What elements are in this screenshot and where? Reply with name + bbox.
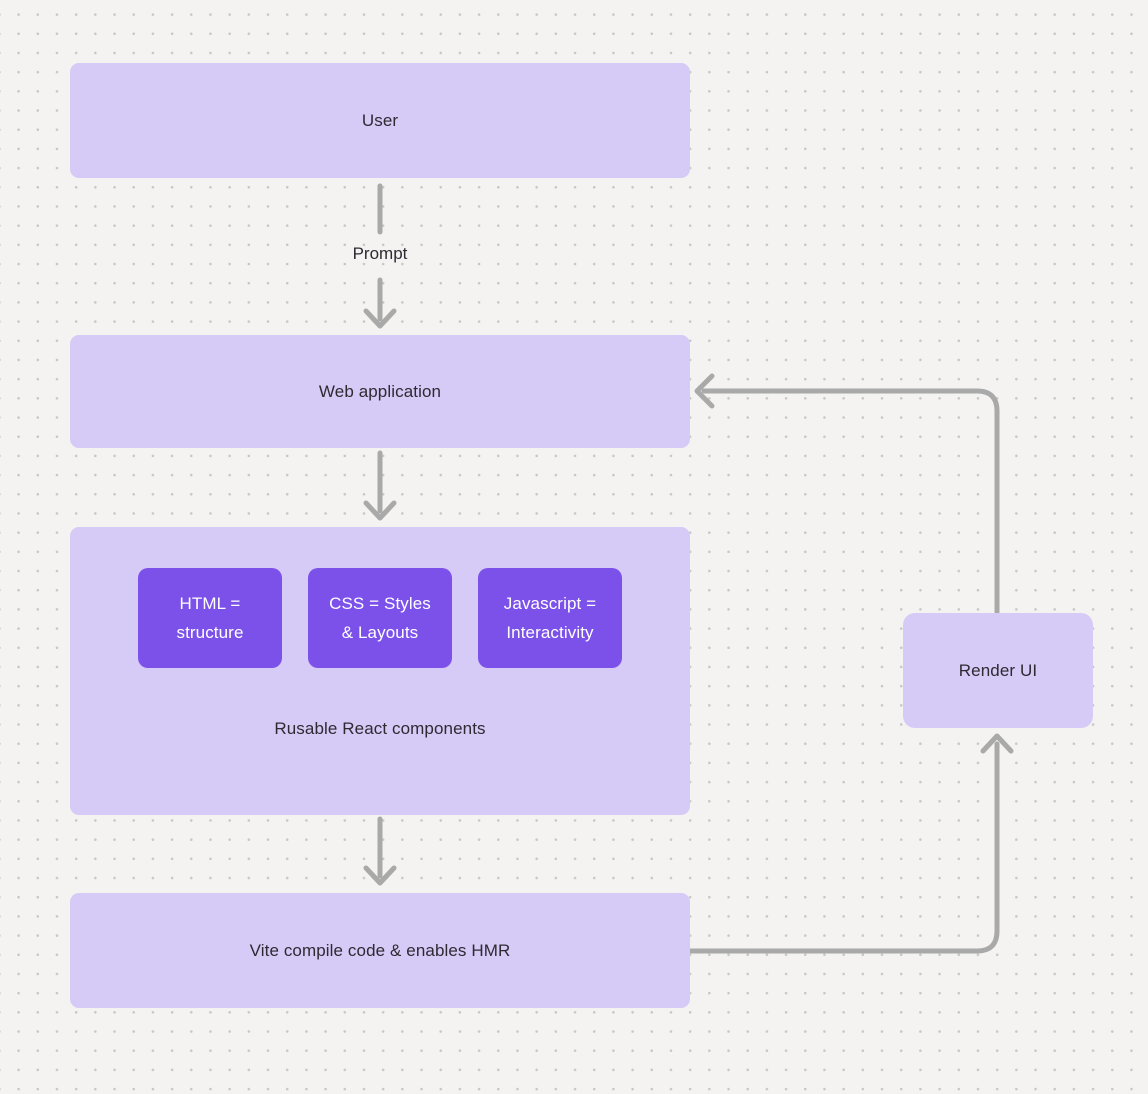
node-vite-label: Vite compile code & enables HMR [249, 940, 511, 960]
node-vite[interactable]: Vite compile code & enables HMR [70, 893, 690, 1008]
node-css[interactable]: CSS = Styles & Layouts [308, 568, 452, 668]
connector-line[interactable] [687, 741, 1000, 954]
arrowhead-left-icon [694, 373, 715, 409]
node-render-ui[interactable]: Render UI [903, 613, 1093, 728]
arrowhead-down-icon [363, 500, 397, 521]
prompt-label-text: Prompt [352, 244, 408, 263]
node-web-application-label: Web application [318, 381, 442, 401]
node-javascript-label: Javascript = Interactivity [503, 594, 597, 642]
edge-label-prompt[interactable]: Prompt [330, 244, 430, 264]
node-user[interactable]: User [70, 63, 690, 178]
node-web-application[interactable]: Web application [70, 335, 690, 448]
edge-web-application-to-components[interactable] [363, 450, 397, 521]
connector-line[interactable] [701, 388, 1000, 615]
components-group-caption: Rusable React components [274, 719, 486, 738]
node-javascript[interactable]: Javascript = Interactivity [478, 568, 622, 668]
edge-vite-to-render-ui[interactable] [687, 733, 1014, 954]
edge-components-to-vite[interactable] [363, 816, 397, 886]
components-row: HTML = structure CSS = Styles & Layouts … [138, 568, 622, 668]
node-user-label: User [361, 110, 399, 130]
node-render-ui-label: Render UI [958, 660, 1038, 680]
node-html[interactable]: HTML = structure [138, 568, 282, 668]
arrowhead-down-icon [363, 308, 397, 329]
node-html-label: HTML = structure [176, 594, 244, 642]
edge-render-ui-to-web-application[interactable] [694, 373, 1000, 615]
node-css-label: CSS = Styles & Layouts [329, 594, 431, 642]
node-components-group[interactable]: HTML = structure CSS = Styles & Layouts … [70, 527, 690, 815]
arrowhead-down-icon [363, 865, 397, 886]
arrowhead-up-icon [980, 733, 1014, 754]
